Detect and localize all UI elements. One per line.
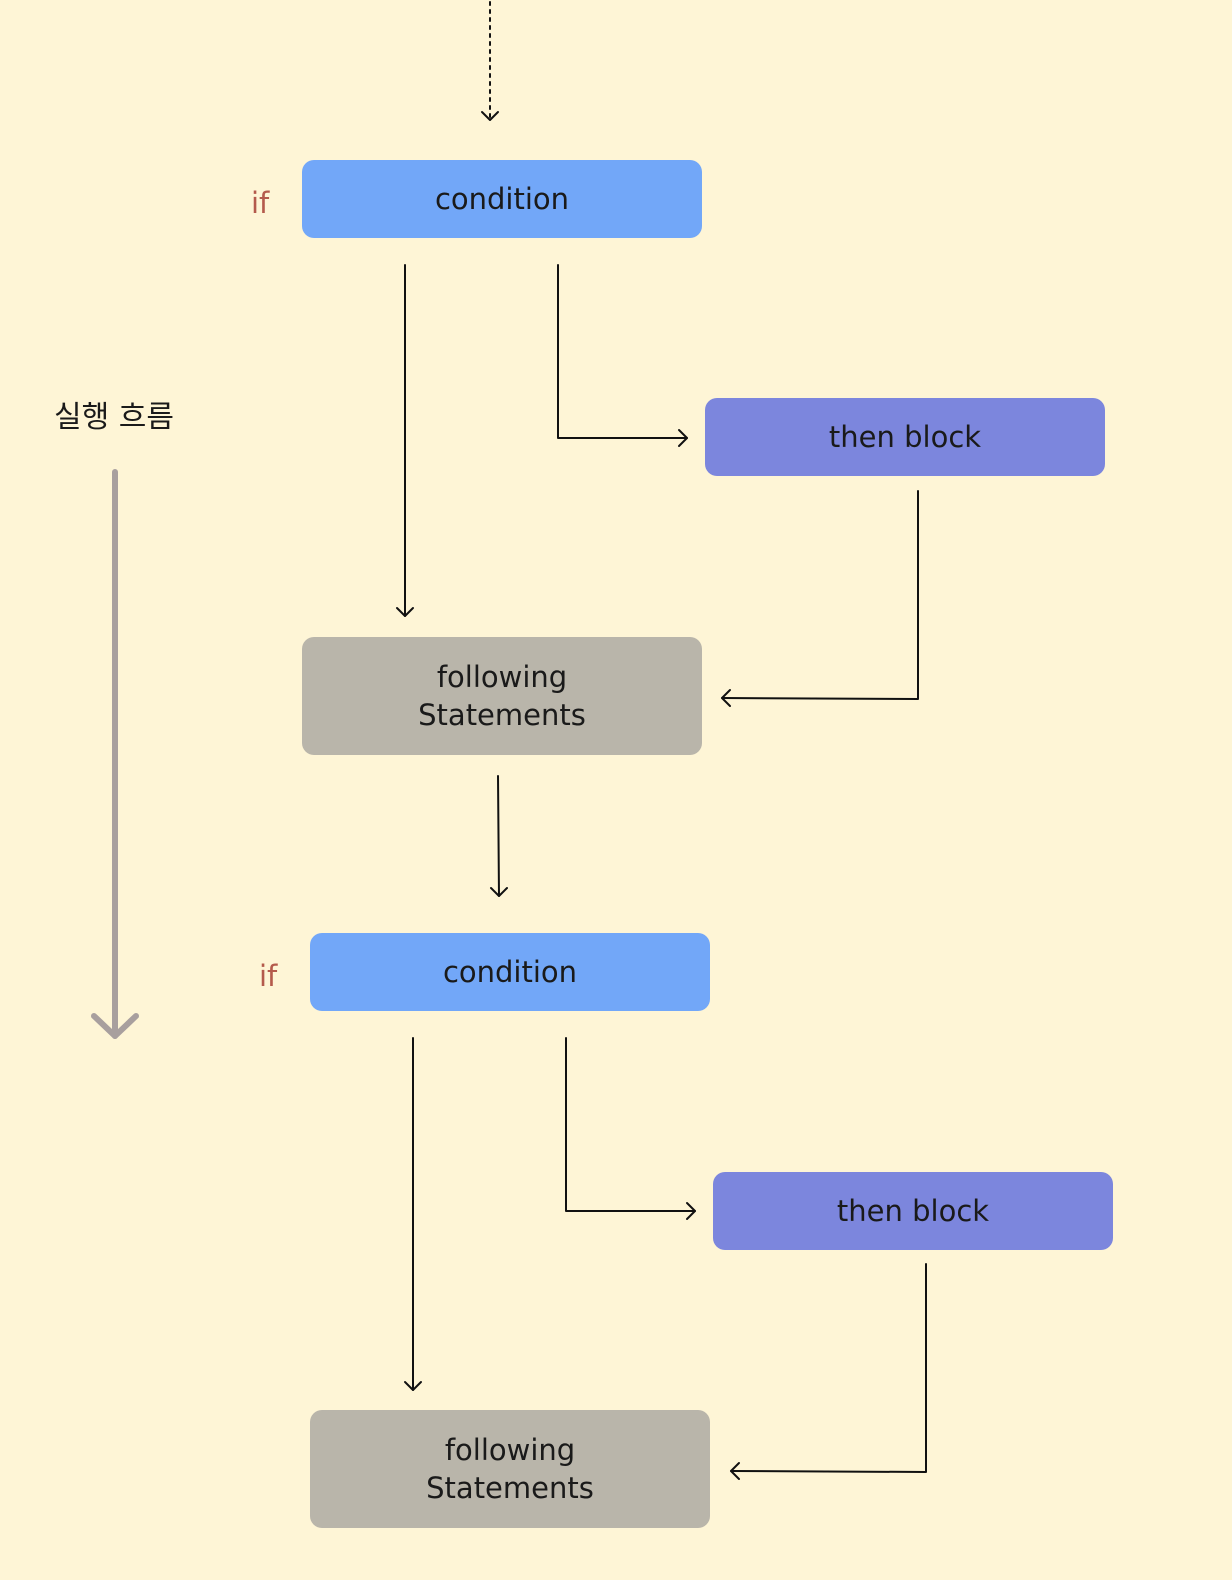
then-block-label-2: then block xyxy=(836,1194,990,1228)
condition-box-1: condition xyxy=(302,160,702,238)
return-arrow-1 xyxy=(721,490,919,707)
execution-flow-arrow xyxy=(91,469,139,1039)
between-blocks-arrow xyxy=(490,775,508,897)
then-block-box-2: then block xyxy=(713,1172,1113,1250)
following-statements-box-2: following Statements xyxy=(310,1410,710,1528)
condition-box-2: condition xyxy=(310,933,710,1011)
true-path-arrow-2 xyxy=(565,1037,696,1220)
statements-label-2: Statements xyxy=(426,1471,594,1505)
following-statements-box-1: following Statements xyxy=(302,637,702,755)
if-keyword-1: if xyxy=(251,186,270,220)
then-block-box-1: then block xyxy=(705,398,1105,476)
true-path-arrow-1 xyxy=(557,264,688,447)
condition-label-2: condition xyxy=(442,955,578,989)
false-path-arrow-2 xyxy=(404,1037,422,1391)
condition-label-1: condition xyxy=(434,182,570,216)
statements-label-1: Statements xyxy=(418,698,586,732)
false-path-arrow-1 xyxy=(396,264,414,617)
entry-arrow xyxy=(481,1,499,121)
execution-flow-label: 실행 흐름 xyxy=(54,400,174,435)
following-label-2: following xyxy=(444,1433,576,1467)
return-arrow-2 xyxy=(730,1263,927,1480)
if-keyword-2: if xyxy=(259,959,278,993)
then-block-label-1: then block xyxy=(828,420,982,454)
following-label-1: following xyxy=(436,660,568,694)
